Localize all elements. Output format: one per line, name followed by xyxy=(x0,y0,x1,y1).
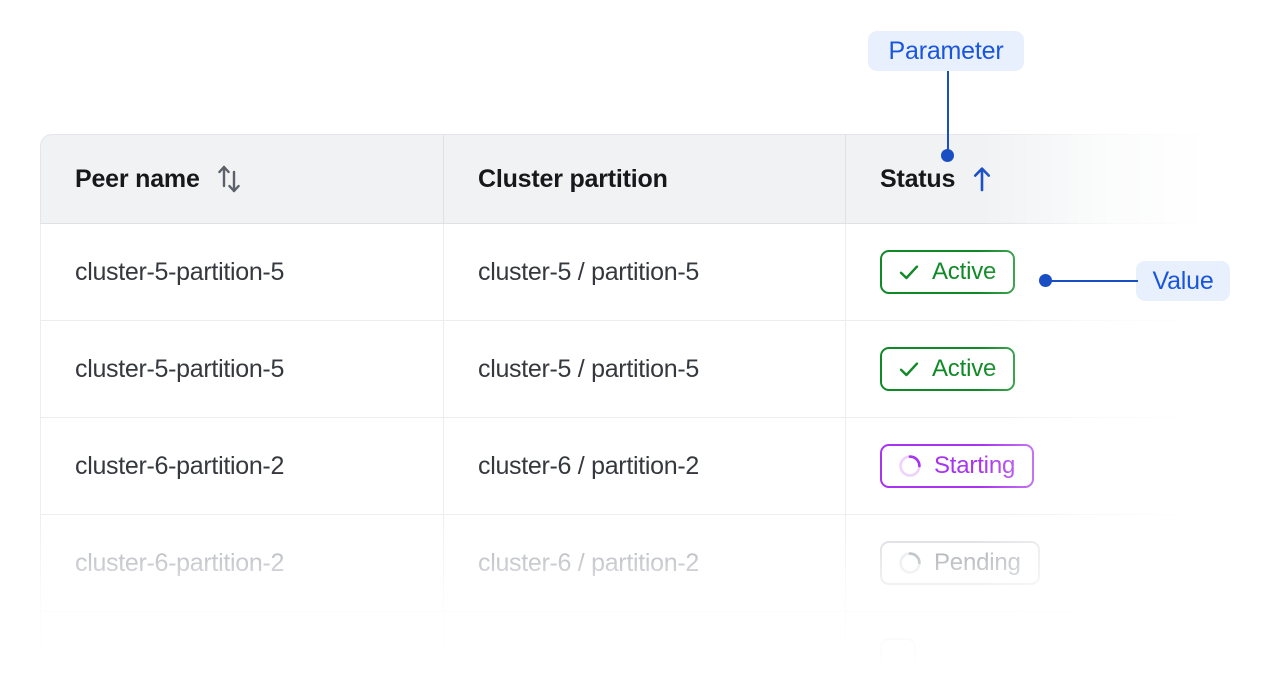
cell-status: Pending xyxy=(846,515,1200,612)
cell-status xyxy=(846,612,1200,688)
cell-peer-name: cluster-6-partition-2 xyxy=(40,418,444,515)
sort-both-icon[interactable] xyxy=(216,164,242,194)
check-icon xyxy=(897,357,921,381)
cell-cluster-partition: cluster-5 / partition-5 xyxy=(444,224,846,321)
cell-peer-name: cluster-5-partition-5 xyxy=(40,224,444,321)
annotation-callout-value-label: Value xyxy=(1152,266,1214,295)
cell-cluster-partition: cluster-6 / partition-2 xyxy=(444,418,846,515)
table-row[interactable]: cluster-6-partition-2 cluster-6 / partit… xyxy=(40,418,1200,515)
cell-cluster-partition: cluster-5 / partition-5 xyxy=(444,321,846,418)
table-header-row: Peer name Cluster partit xyxy=(40,134,1200,224)
status-badge: Active xyxy=(880,250,1016,294)
spinner-icon xyxy=(897,550,923,576)
annotation-leader-line-parameter xyxy=(947,71,949,155)
annotation-anchor-dot-parameter xyxy=(941,149,954,162)
status-badge-label: Pending xyxy=(934,549,1021,576)
annotation-callout-value: Value xyxy=(1136,261,1230,301)
table-row[interactable]: cluster-5-partition-5 cluster-5 / partit… xyxy=(40,224,1200,321)
status-badge: Active xyxy=(880,347,1016,391)
cell-peer-name: cluster-5-partition-5 xyxy=(40,321,444,418)
peer-table-container: Peer name Cluster partit xyxy=(40,134,1272,688)
table-row[interactable]: cluster-5-partition-5 cluster-5 / partit… xyxy=(40,321,1200,418)
cell-peer-name: cluster-6-partition-2 xyxy=(40,515,444,612)
cell-peer-name xyxy=(40,612,444,688)
status-badge-label: Active xyxy=(932,258,997,285)
status-badge: Starting xyxy=(880,444,1035,488)
arrow-up-icon[interactable] xyxy=(971,164,993,194)
annotation-leader-line-value xyxy=(1046,280,1138,282)
column-header-status[interactable]: Status xyxy=(846,134,1200,224)
cell-status: Active xyxy=(846,321,1200,418)
annotation-callout-parameter-label: Parameter xyxy=(888,36,1004,65)
table-header: Peer name Cluster partit xyxy=(40,134,1200,224)
status-badge-label: Active xyxy=(932,355,997,382)
cell-cluster-partition: cluster-6 / partition-2 xyxy=(444,515,846,612)
annotation-anchor-dot-value xyxy=(1039,274,1052,287)
status-badge-label: Starting xyxy=(934,452,1016,479)
peer-table: Peer name Cluster partit xyxy=(40,134,1200,688)
cell-cluster-partition xyxy=(444,612,846,688)
column-header-status-label: Status xyxy=(880,164,956,193)
table-body: cluster-5-partition-5 cluster-5 / partit… xyxy=(40,224,1200,688)
table-row[interactable] xyxy=(40,612,1200,688)
check-icon xyxy=(897,260,921,284)
column-header-peer-name[interactable]: Peer name xyxy=(40,134,444,224)
column-header-cluster-partition[interactable]: Cluster partition xyxy=(444,134,846,224)
table-row[interactable]: cluster-6-partition-2 cluster-6 / partit… xyxy=(40,515,1200,612)
annotation-callout-parameter: Parameter xyxy=(868,31,1024,71)
status-badge: Pending xyxy=(880,541,1040,585)
cell-status: Starting xyxy=(846,418,1200,515)
status-badge xyxy=(880,638,916,682)
spinner-icon xyxy=(897,453,923,479)
column-header-cluster-partition-label: Cluster partition xyxy=(478,164,668,193)
column-header-peer-name-label: Peer name xyxy=(75,164,200,193)
